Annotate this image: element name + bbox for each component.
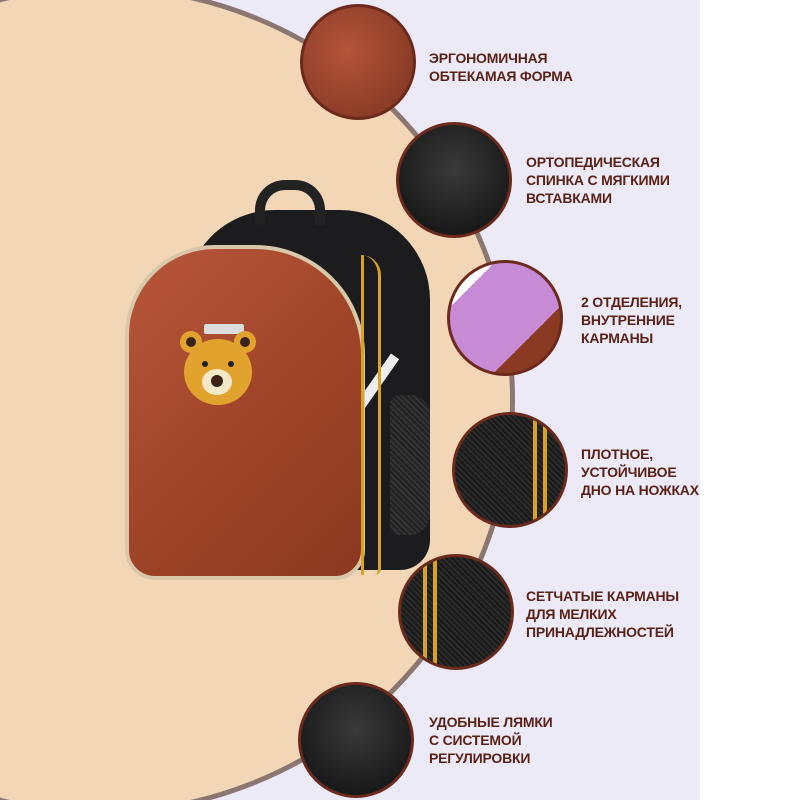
- backpack-handle: [255, 180, 325, 225]
- feature-photo-bottom: [452, 412, 568, 528]
- infographic-canvas: Эргономичнаяобтекамая форма Ортопедическ…: [0, 0, 700, 800]
- feature-text-mesh-pockets: Сетчатые карманыдля мелкихпринадлежносте…: [526, 588, 679, 640]
- feature-photo-mesh-pockets: [398, 554, 514, 670]
- feature-text-back: Ортопедическаяспинка с мягкимивставками: [526, 154, 670, 206]
- feature-text-bottom: Плотное,устойчивоедно на ножках: [581, 446, 699, 498]
- feature-photo-straps: [298, 682, 414, 798]
- label-patch: [204, 324, 244, 334]
- zipper: [361, 255, 381, 575]
- backpack-front-shell: [125, 245, 365, 580]
- feature-text-straps: Удобные лямкис системойрегулировки: [429, 714, 553, 766]
- side-mesh-pocket: [390, 395, 430, 535]
- feature-photo-compartments: [447, 260, 563, 376]
- bear-patch-icon: [180, 331, 256, 405]
- feature-photo-shape: [300, 4, 416, 120]
- feature-text-compartments: 2 отделения,внутренниекарманы: [581, 294, 682, 346]
- feature-photo-back: [396, 122, 512, 238]
- backpack-image: [125, 180, 435, 590]
- feature-text-shape: Эргономичнаяобтекамая форма: [429, 50, 573, 84]
